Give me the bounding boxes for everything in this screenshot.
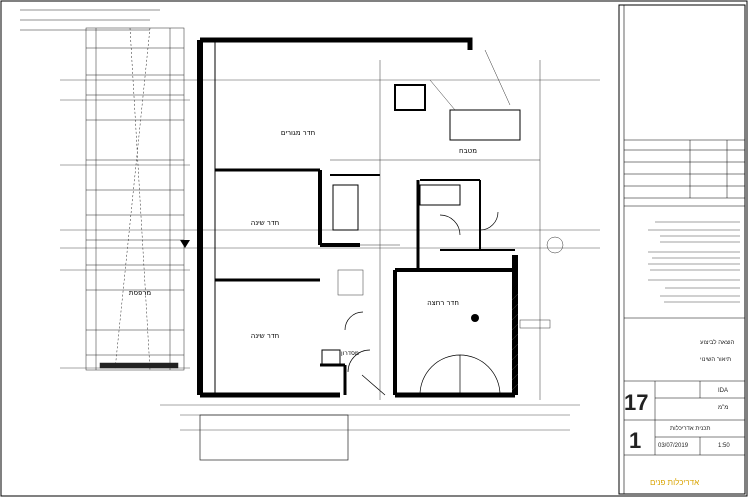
site-strip [85, 27, 185, 371]
room-label-bedroom1: חדר שינה [251, 219, 279, 227]
firm-name: אדריכלות פנים [650, 478, 700, 487]
fixtures [330, 49, 564, 400]
unit-label: מ"מ [718, 405, 729, 411]
code-label: IDA [718, 388, 729, 394]
room-label-corridor: מסדרון [341, 350, 359, 357]
wall-hatching [511, 293, 519, 391]
part-number: 1 [629, 428, 642, 453]
sheet-number: 17 [624, 390, 649, 415]
room-label-bedroom2: חדר שינה [251, 332, 279, 340]
status-line-2: תיאור השינוי [700, 357, 732, 363]
dimension-lines [60, 79, 600, 431]
title-block [618, 4, 746, 495]
date-value: 03/07/2019 [658, 443, 689, 449]
doors [344, 211, 501, 396]
room-label-balcony: מרפסת [129, 289, 151, 297]
scale-value: 1:50 [718, 443, 730, 449]
level-marker [471, 314, 479, 322]
room-label-living: חדר מגורים [281, 129, 315, 137]
notes-text-block [648, 221, 740, 303]
north-arrow [180, 240, 190, 248]
status-line-1: הוצאה לביצוע [700, 340, 735, 346]
revision-table [624, 139, 745, 456]
annex-outline [199, 414, 349, 461]
walls [197, 37, 521, 398]
room-label-kitchen: מטבח [459, 147, 477, 155]
drawing-header [20, 9, 160, 31]
room-label-bath: חדר רחצה [427, 299, 459, 307]
drawing-title: תכנית אדריכלות [670, 426, 711, 432]
